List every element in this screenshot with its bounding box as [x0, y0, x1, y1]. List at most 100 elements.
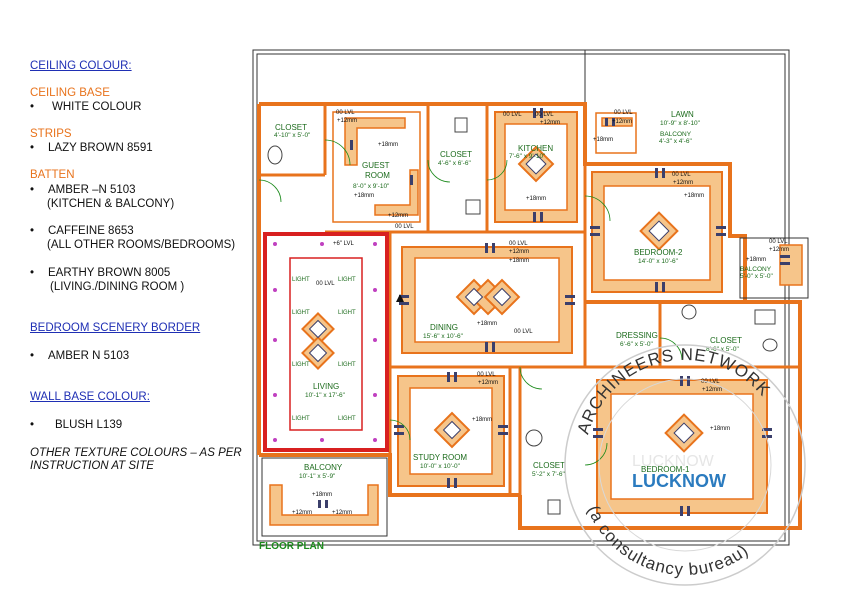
svg-text:00 LVL: 00 LVL: [769, 239, 788, 245]
batten-item-2: •CAFFEINE 8653: [30, 225, 134, 237]
dressing-dim: 6'-6" x 5'-0": [620, 341, 653, 348]
balcony-top-dim: 4'-3" x 4'-6": [659, 138, 692, 145]
svg-text:00 LVL: 00 LVL: [316, 281, 335, 287]
svg-text:+18mm: +18mm: [378, 142, 398, 148]
svg-text:+12mm: +12mm: [332, 510, 352, 516]
closet-2-label: CLOSET: [440, 150, 472, 159]
bedroom-2-dim: 14'-0" x 10'-6": [638, 258, 679, 265]
bedroom-1-label: BEDROOM-1: [641, 465, 690, 474]
living-room-ceiling: [263, 232, 389, 452]
svg-text:+12mm: +12mm: [292, 510, 312, 516]
svg-text:+12mm: +12mm: [540, 120, 560, 126]
svg-text:+18mm: +18mm: [312, 492, 332, 498]
guest-label-2: ROOM: [365, 171, 390, 180]
bullet-icon: •: [30, 225, 35, 237]
svg-text:+12mm: +12mm: [478, 380, 498, 386]
svg-text:+12mm: +12mm: [388, 213, 408, 219]
dining-label: DINING: [430, 323, 458, 332]
wall-base-heading: WALL BASE COLOUR:: [30, 391, 150, 403]
closet-4-dim: 5'-2" x 7'-6": [532, 471, 565, 478]
balcony-top-label: BALCONY: [660, 131, 692, 138]
svg-text:+18mm: +18mm: [472, 417, 492, 423]
balcony-bottom-label: BALCONY: [304, 463, 343, 472]
balcony-top-ceiling: [595, 112, 637, 154]
svg-text:LIGHT: LIGHT: [292, 416, 310, 422]
svg-text:+6" LVL: +6" LVL: [333, 241, 355, 247]
balcony-bottom-ceiling: [261, 457, 388, 537]
batten-item-3: •EARTHY BROWN 8005: [30, 267, 171, 279]
sanitary-fixtures: [267, 117, 778, 515]
svg-text:+18mm: +18mm: [526, 196, 546, 202]
closet-3-dim: 8'-6" x 5'-0": [706, 346, 739, 353]
guest-room-ceiling: [332, 111, 421, 223]
batten-item-1-note: (KITCHEN & BALCONY): [47, 198, 175, 210]
balcony-bottom-dim: 10'-1" x 5'-9": [299, 473, 336, 480]
batten-item-3-note: (LIVING./DINING ROOM ): [50, 281, 185, 293]
kitchen-ceiling: [494, 111, 578, 223]
stamp-city: LUCKNOW: [632, 471, 726, 491]
ceiling-base-item: •WHITE COLOUR: [30, 101, 142, 113]
svg-text:LIGHT: LIGHT: [338, 277, 356, 283]
ceiling-base-heading: CEILING BASE: [30, 87, 110, 99]
svg-text:+12mm: +12mm: [769, 247, 789, 253]
room-labels: CLOSET 4'-10" x 5'-0" GUEST ROOM 8'-0" x…: [274, 110, 773, 480]
scenery-heading: BEDROOM SCENERY BORDER: [30, 322, 201, 334]
scenery-item: •AMBER N 5103: [30, 350, 130, 362]
svg-text:LIGHT: LIGHT: [292, 310, 310, 316]
svg-text:LIGHT: LIGHT: [338, 416, 356, 422]
svg-text:+18mm: +18mm: [746, 257, 766, 263]
guest-label-1: GUEST: [362, 161, 390, 170]
svg-text:+18mm: +18mm: [509, 258, 529, 264]
entry-arrow-icon: [396, 294, 404, 302]
svg-text:00 LVL: 00 LVL: [672, 172, 691, 178]
study-room-ceiling: [397, 375, 505, 487]
svg-text:00 LVL: 00 LVL: [503, 112, 522, 118]
svg-text:+18mm: +18mm: [593, 137, 613, 143]
balcony-right-label: BALCONY: [740, 266, 772, 273]
living-dim: 10'-1" x 17'-6": [305, 392, 346, 399]
svg-text:LIGHT: LIGHT: [338, 310, 356, 316]
floor-plan-title: FLOOR PLAN: [259, 541, 324, 552]
lawn-dim: 10'-9" x 8'-10": [660, 120, 701, 127]
svg-text:+12mm: +12mm: [509, 249, 529, 255]
closet-2-dim: 4'-6" x 6'-6": [438, 160, 471, 167]
bullet-icon: •: [30, 184, 35, 196]
lawn-label: LAWN: [671, 110, 694, 119]
footer-note-line-2: INSTRUCTION AT SITE: [30, 460, 154, 472]
svg-text:+18mm: +18mm: [710, 426, 730, 432]
wall-base-item: •BLUSH L139: [30, 419, 123, 431]
bullet-icon: •: [30, 419, 35, 431]
svg-text:+18mm: +18mm: [477, 321, 497, 327]
bullet-icon: •: [30, 101, 35, 113]
svg-text:00 LVL: 00 LVL: [336, 110, 355, 116]
batten-heading: BATTEN: [30, 169, 75, 181]
svg-text:LIGHT: LIGHT: [292, 362, 310, 368]
svg-text:00 LVL: 00 LVL: [535, 112, 554, 118]
svg-text:+18mm: +18mm: [354, 193, 374, 199]
dining-dim: 15'-6" x 10'-6": [423, 333, 464, 340]
svg-text:+12mm: +12mm: [702, 387, 722, 393]
svg-text:+12mm: +12mm: [337, 118, 357, 124]
strips-item: •LAZY BROWN 8591: [30, 142, 153, 154]
strips-heading: STRIPS: [30, 128, 72, 140]
closet-1-dim: 4'-10" x 5'-0": [274, 132, 311, 139]
guest-dim: 8'-0" x 9'-10": [353, 183, 390, 190]
inner-walls: [259, 104, 800, 528]
bedroom-2-label: BEDROOM-2: [634, 248, 683, 257]
bedroom-2-ceiling: [591, 171, 723, 293]
stamp-city-ghost: LUCKNOW: [632, 453, 715, 470]
closet-3-label: CLOSET: [710, 336, 742, 345]
kitchen-dim: 7'-6" x 9'-10": [509, 153, 546, 160]
svg-text:00 LVL: 00 LVL: [395, 224, 414, 230]
bullet-icon: •: [30, 267, 35, 279]
bullet-icon: •: [30, 350, 35, 362]
svg-text:00 LVL: 00 LVL: [614, 110, 633, 116]
svg-text:+12mm: +12mm: [673, 180, 693, 186]
svg-text:00 LVL: 00 LVL: [509, 241, 528, 247]
balcony-right-dim: 5'-0" x 5'-0": [740, 273, 773, 280]
dressing-label: DRESSING: [616, 331, 658, 340]
batten-item-1: •AMBER –N 5103: [30, 184, 136, 196]
svg-text:LIGHT: LIGHT: [292, 277, 310, 283]
svg-text:00 LVL: 00 LVL: [701, 379, 720, 385]
